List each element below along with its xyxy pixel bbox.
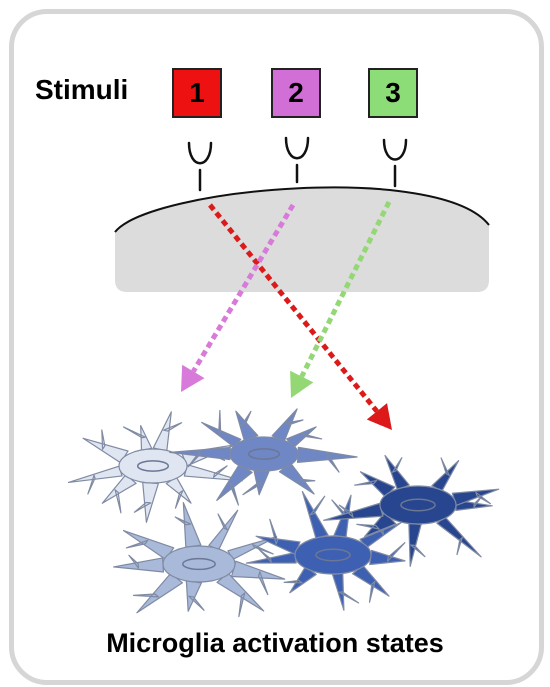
stimuli-label: Stimuli	[35, 74, 129, 105]
membrane-outline	[114, 186, 490, 233]
arrow-stimulus-2-line	[191, 203, 296, 373]
stimulus-1-box: 1	[172, 68, 222, 118]
receptor-2	[284, 136, 310, 184]
microglia-cell-2	[169, 408, 358, 506]
arrow-stimulus-3-line	[299, 200, 392, 378]
stimulus-3-number: 3	[385, 77, 401, 108]
receptor-3	[382, 138, 408, 188]
microglia-cell-5	[323, 454, 500, 567]
stimulus-3-box: 3	[368, 68, 418, 118]
stimulus-2-box: 2	[271, 68, 321, 118]
arrow-stimulus-1-head	[366, 403, 392, 430]
microglia-cell-4	[245, 490, 406, 611]
caption-microglia-activation-states: Microglia activation states	[106, 628, 444, 658]
arrow-stimulus-3-head	[290, 370, 314, 398]
cell-membrane	[115, 187, 489, 292]
arrow-stimulus-1-line	[208, 203, 379, 413]
microglia-cell-3	[113, 501, 286, 618]
receptor-1	[187, 141, 213, 192]
stimulus-2-number: 2	[288, 77, 304, 108]
stimulus-1-number: 1	[189, 77, 205, 108]
arrow-stimulus-2-head	[181, 364, 205, 392]
rounded-frame	[9, 9, 544, 685]
